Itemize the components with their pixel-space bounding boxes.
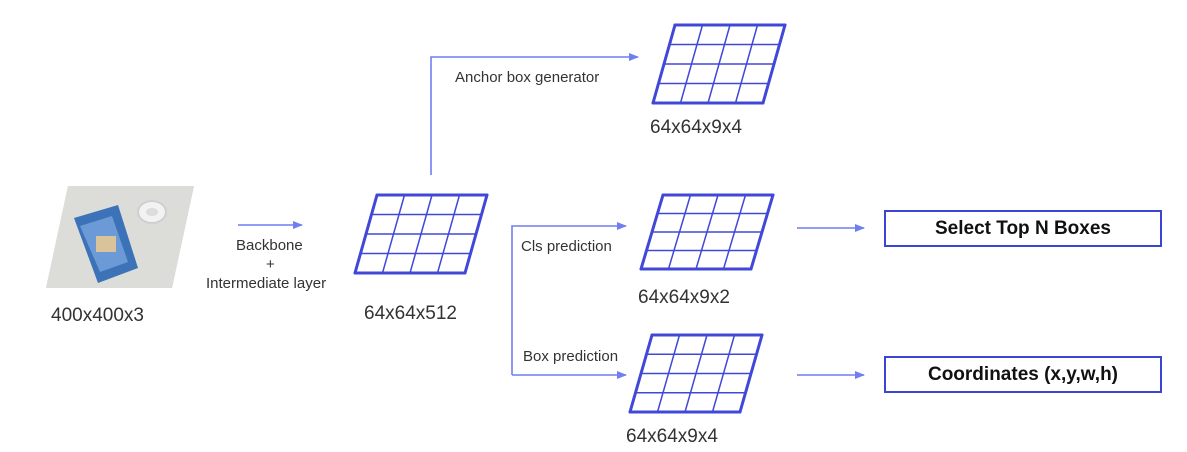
- backbone-label-3: Intermediate layer: [206, 275, 327, 292]
- cls-dims: 64x64x9x2: [638, 287, 730, 308]
- anchor-label: Anchor box generator: [455, 69, 600, 86]
- cls-label: Cls prediction: [521, 238, 612, 255]
- backbone-label-1: Backbone: [236, 237, 303, 254]
- feature-map-dims: 64x64x512: [364, 303, 457, 324]
- input-image: [46, 186, 194, 288]
- connector-arrows: [238, 53, 865, 379]
- anchor-arrow: [430, 53, 639, 175]
- box-pred-dims: 64x64x9x4: [626, 426, 718, 447]
- cls-arrow: [511, 222, 627, 375]
- box-pred-label: Box prediction: [523, 348, 619, 365]
- feature-map-grid: [353, 193, 489, 275]
- input-dims: 400x400x3: [51, 305, 144, 326]
- cls-grid: [639, 193, 775, 271]
- anchor-dims: 64x64x9x4: [650, 117, 742, 138]
- feature-grids: [353, 23, 787, 414]
- coordinates-box: Coordinates (x,y,w,h): [884, 356, 1162, 393]
- backbone-label-2: +: [266, 256, 275, 273]
- anchor-grid: [651, 23, 787, 105]
- select-top-n-box: Select Top N Boxes: [884, 210, 1162, 247]
- box-pred-grid: [628, 333, 764, 414]
